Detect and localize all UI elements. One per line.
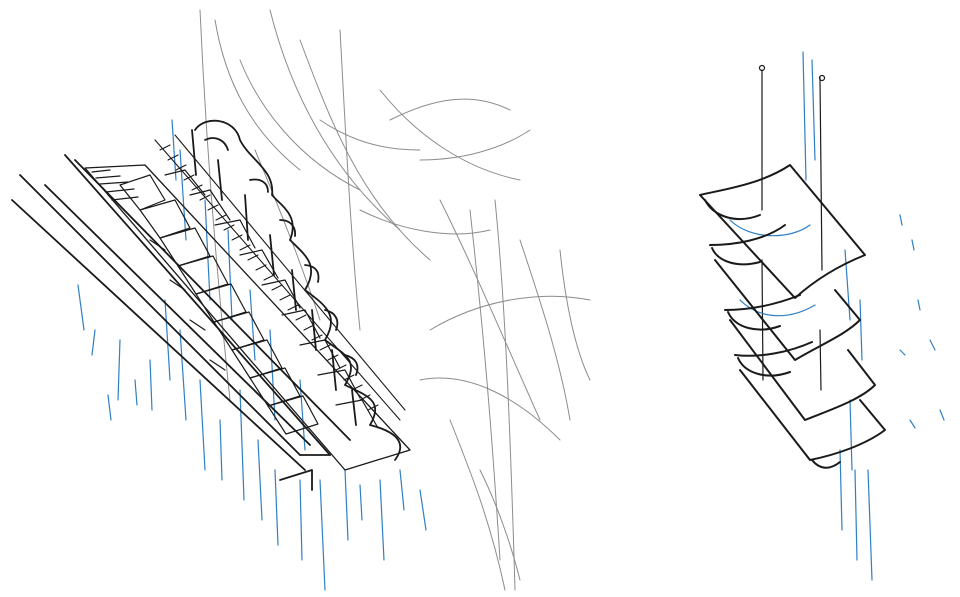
- chain-cups: [699, 164, 886, 469]
- fascia-lines: [11, 154, 351, 491]
- tile-chevrons: [119, 169, 379, 435]
- tree-branches: [199, 9, 591, 591]
- rain-chain-sketch: [699, 51, 945, 581]
- rain-strokes-right: [729, 51, 945, 581]
- rain-strokes-left: [77, 119, 427, 591]
- chain-lines: [758, 64, 826, 391]
- gutter-trough: [84, 164, 411, 471]
- eave-gutter-sketch: [11, 9, 591, 591]
- hatched-band: [154, 134, 406, 421]
- scalloped-tiles: [191, 119, 402, 461]
